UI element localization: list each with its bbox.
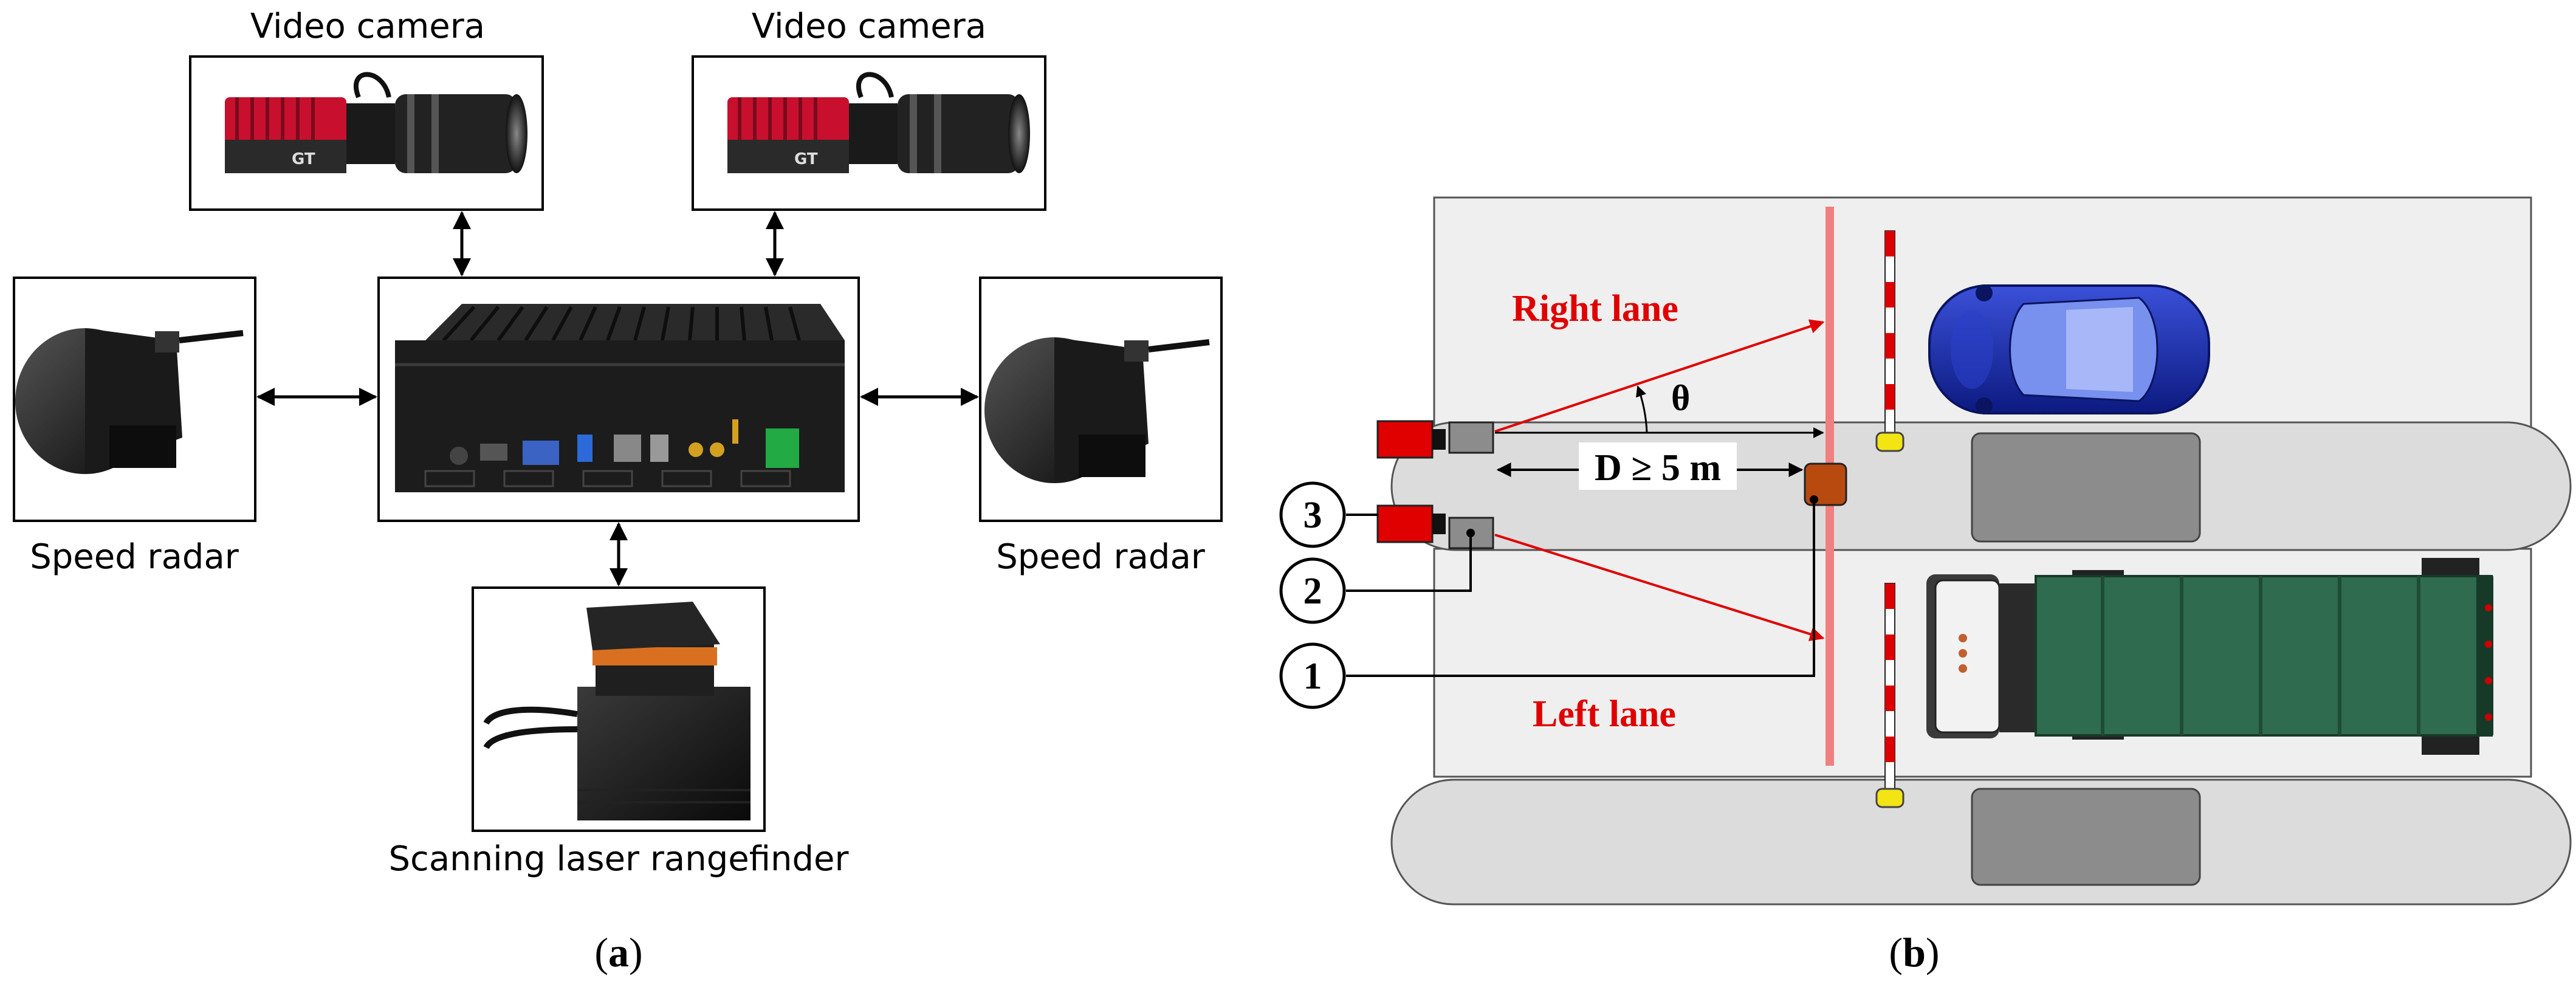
right-lane-label: Right lane — [1512, 288, 1678, 329]
camera-right-lane — [1376, 420, 1446, 459]
speed-radar-left-box — [13, 277, 256, 522]
angle-label: θ — [1671, 378, 1690, 418]
video-camera-right-box: GT — [692, 55, 1046, 211]
camera-left-lane — [1376, 504, 1446, 543]
barrier-pole-icon — [1875, 583, 1905, 808]
field-of-view-rays — [1494, 319, 1825, 641]
marker-3: 3 — [1279, 481, 1346, 548]
svg-text:1: 1 — [1303, 656, 1322, 697]
svg-text:GT: GT — [794, 150, 818, 168]
rangefinder-box — [472, 586, 766, 832]
marker-2: 2 — [1279, 557, 1346, 624]
distance-label: D ≥ 5 m — [1595, 447, 1721, 489]
svg-text:2: 2 — [1303, 571, 1322, 612]
speed-radar-icon — [15, 328, 244, 474]
truck-icon — [1926, 558, 2493, 755]
connection-arrows-a — [256, 211, 979, 586]
panel-b: θ D ≥ 5 m Right lane Left lane 3 2 1 (b — [1279, 196, 2572, 975]
video-camera-icon: GT — [727, 72, 1030, 173]
mini-pc-icon — [395, 304, 845, 492]
booth-center — [1971, 432, 2201, 543]
video-camera-icon: GT — [225, 72, 527, 173]
leader-lines — [1346, 500, 1815, 677]
distance-label-bg — [1579, 442, 1737, 490]
laser-rangefinder-icon — [483, 602, 750, 820]
speed-radar-right-box — [979, 277, 1223, 522]
radar-right-lane — [1448, 421, 1494, 454]
marker-1: 1 — [1279, 642, 1346, 709]
svg-text:GT: GT — [292, 150, 315, 168]
caption-b: (b) — [1889, 929, 1939, 975]
barrier-pole-icon — [1875, 230, 1905, 452]
caption-a: (a) — [594, 929, 642, 975]
booth-bottom — [1971, 788, 2201, 886]
angle-arc — [1636, 385, 1648, 433]
svg-text:3: 3 — [1303, 495, 1322, 536]
mini-pc-box — [377, 277, 860, 522]
speed-radar-left-label: Speed radar — [30, 537, 239, 577]
left-lane-label: Left lane — [1533, 693, 1676, 735]
video-camera-left-box: GT — [189, 55, 544, 211]
speed-radar-icon — [984, 337, 1210, 483]
video-camera-right-label: Video camera — [752, 7, 986, 46]
car-icon — [1928, 284, 2210, 414]
video-camera-left-label: Video camera — [250, 7, 485, 46]
panel-a: Video camera Video camera GT — [13, 7, 1223, 975]
rangefinder-label: Scanning laser rangefinder — [389, 839, 850, 879]
rangefinder-sensor — [1804, 462, 1847, 506]
speed-radar-right-label: Speed radar — [996, 537, 1206, 577]
